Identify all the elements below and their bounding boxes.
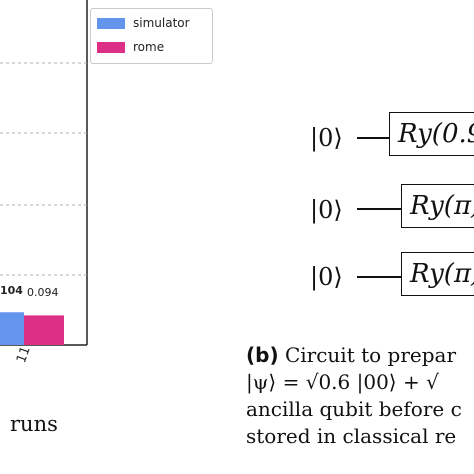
caption-b-line2: |ψ⟩ = √0.6 |00⟩ + √ [246, 370, 439, 394]
qubit-ket-2: |0⟩ [310, 196, 343, 224]
caption-b-line3: ancilla qubit before c [246, 397, 462, 421]
qubit-ket-1: |0⟩ [310, 124, 343, 152]
bar-simulator [0, 312, 24, 345]
gate-ry-2: Ry(π) [401, 184, 474, 228]
caption-b-label: (b) [246, 343, 279, 367]
wire-1 [357, 137, 389, 139]
legend-label-rome: rome [133, 40, 165, 54]
legend-swatch-simulator [97, 17, 125, 29]
legend-swatch-rome [97, 41, 125, 53]
wire-2 [357, 208, 402, 210]
wire-3 [357, 276, 402, 278]
legend-item-rome: rome [97, 40, 164, 54]
chart-legend: simulator rome [90, 8, 213, 64]
qubit-ket-3: |0⟩ [310, 263, 343, 291]
caption-b-line1: (b) Circuit to prepar [246, 343, 456, 367]
caption-b-text1: Circuit to prepar [284, 343, 457, 367]
caption-a: runs [10, 412, 58, 436]
caption-b-line4: stored in classical re [246, 424, 457, 448]
gate-ry-3: Ry(π) [401, 252, 474, 296]
legend-label-simulator: simulator [133, 16, 190, 30]
bar-rome [24, 315, 64, 345]
bar-label-rome: 0.094 [27, 286, 59, 299]
gate-ry-1: Ry(0.9 [389, 112, 474, 156]
bar-label-simulator: 104 [0, 284, 23, 297]
legend-item-simulator: simulator [97, 16, 190, 30]
